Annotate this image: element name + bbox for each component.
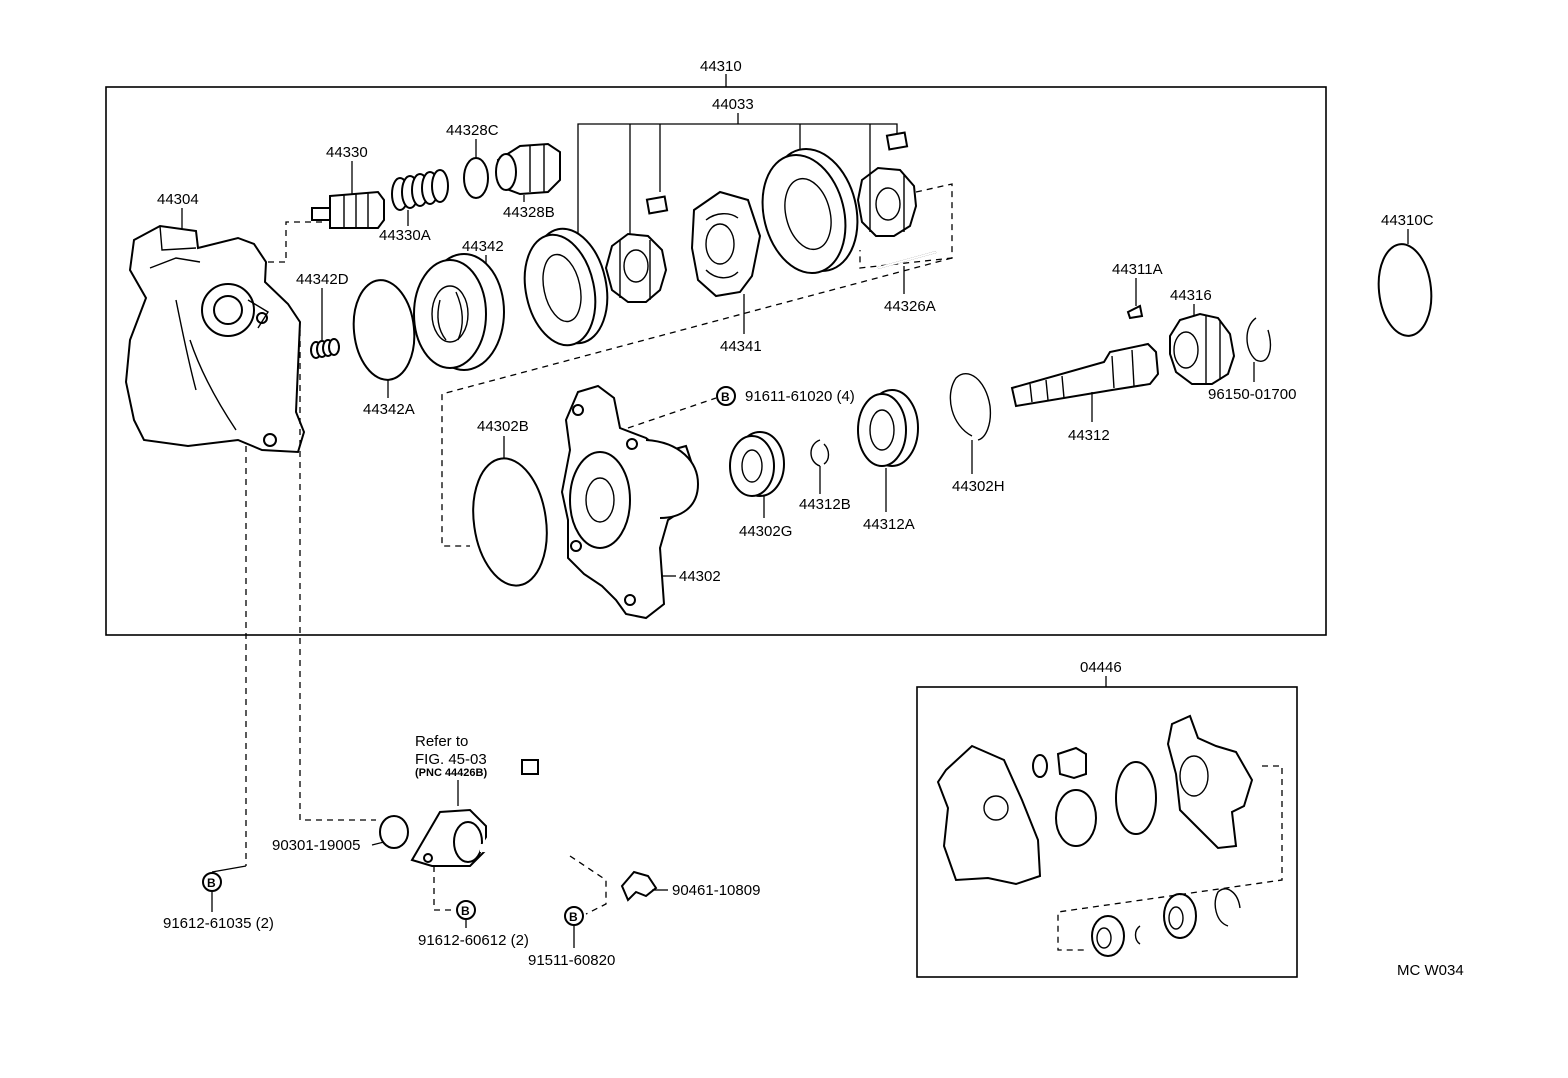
snap-ring-44302H: [949, 373, 992, 441]
o-ring-44342A: [352, 279, 416, 381]
pump-housing-44304: [124, 224, 306, 454]
label-44328B: 44328B: [503, 204, 555, 221]
refer-note-line2: FIG. 45-03: [415, 751, 487, 768]
vane-2: [885, 131, 909, 151]
seal-kit-04446-box: [916, 686, 1298, 978]
label-90461: 90461-10809: [672, 882, 760, 899]
spring-44342D: [310, 338, 340, 359]
label-91612-61035: 91612-61035 (2): [163, 915, 274, 932]
shaft-44312: [1010, 342, 1160, 408]
bolt-marker-91611: [716, 386, 736, 406]
label-44316: 44316: [1170, 287, 1212, 304]
seal-kit-parts: [936, 714, 1254, 957]
o-ring-44310C: [1377, 243, 1433, 337]
label-44310: 44310: [700, 58, 742, 75]
refer-note-line3: (PNC 44426B): [415, 767, 487, 779]
bolt-marker-91611-letter: B: [721, 390, 730, 404]
o-ring-44302B: [472, 457, 548, 587]
bolt-marker-91511-letter: B: [569, 910, 578, 924]
bolt-marker-91612-61035-letter: B: [207, 876, 216, 890]
key-44311A: [1126, 304, 1144, 320]
vane-1: [645, 195, 669, 215]
snap-ring-96150: [1246, 317, 1272, 362]
bolt-marker-91612-60612-letter: B: [461, 904, 470, 918]
rotor-2: [856, 166, 918, 237]
label-44311A: 44311A: [1112, 261, 1163, 278]
label-91612-60612: 91612-60612 (2): [418, 932, 529, 949]
label-91511: 91511-60820: [528, 952, 615, 969]
label-44302G: 44302G: [739, 523, 792, 540]
diagram-code: MC W034: [1397, 962, 1464, 979]
cam-ring: [523, 227, 609, 347]
label-44342A: 44342A: [363, 401, 415, 418]
label-96150: 96150-01700: [1208, 386, 1296, 403]
label-44302B: 44302B: [477, 418, 529, 435]
o-ring-90301: [379, 815, 409, 849]
gear-44316: [1169, 312, 1236, 385]
assembly-44310-box: [105, 86, 1327, 636]
return-pipe: [410, 759, 573, 867]
plate-44342: [413, 253, 505, 371]
label-44312A: 44312A: [863, 516, 915, 533]
label-91611: 91611-61020 (4): [745, 388, 855, 405]
label-44304: 44304: [157, 191, 199, 208]
spring-44330A: [391, 169, 449, 211]
label-44330: 44330: [326, 144, 368, 161]
label-44342: 44342: [462, 238, 504, 255]
label-44342D: 44342D: [296, 271, 349, 288]
front-housing-44302: [560, 384, 700, 620]
label-44302H: 44302H: [952, 478, 1005, 495]
clip-90461: [620, 870, 658, 902]
o-ring-44328C: [463, 157, 489, 199]
label-44312B: 44312B: [799, 496, 851, 513]
seal-ring: [761, 147, 859, 275]
label-44330A: 44330A: [379, 227, 431, 244]
refer-note-line1: Refer to: [415, 733, 468, 750]
label-90301: 90301-19005: [272, 837, 360, 854]
label-44033: 44033: [712, 96, 754, 113]
valve-44330: [311, 190, 385, 229]
label-44328C: 44328C: [446, 122, 499, 139]
label-04446: 04446: [1080, 659, 1122, 676]
rotor: [604, 232, 668, 303]
plug-44328B: [495, 142, 561, 196]
bearing-44302G: [729, 431, 785, 497]
label-44312: 44312: [1068, 427, 1110, 444]
bearing-44312A: [857, 389, 919, 467]
label-44326A: 44326A: [884, 298, 936, 315]
label-44302: 44302: [679, 568, 721, 585]
side-plate-44341: [690, 190, 762, 298]
label-44341: 44341: [720, 338, 762, 355]
label-44310C: 44310C: [1381, 212, 1434, 229]
snap-ring-44312B: [810, 439, 830, 467]
